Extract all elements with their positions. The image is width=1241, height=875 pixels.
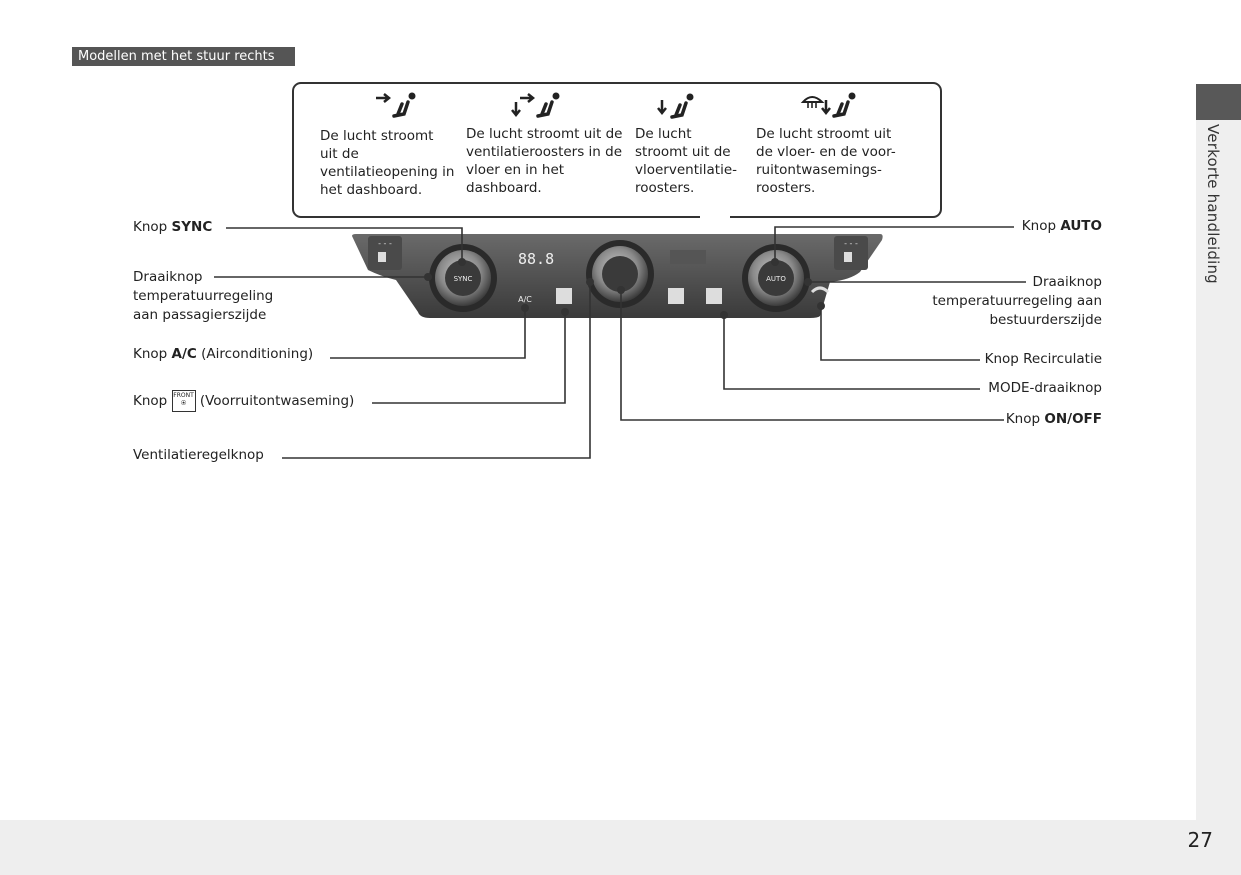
label-defrost-button: Knop FRONT⍟ (Voorruitontwaseming) [133, 390, 354, 412]
section-label-text: Verkorte handleiding [1204, 124, 1222, 284]
label-auto-button: Knop AUTO [1021, 218, 1102, 234]
svg-text:A/C: A/C [518, 295, 532, 304]
floor-defrost-mode-icon [800, 92, 856, 118]
page-number: 27 [1187, 828, 1213, 852]
svg-text:AUTO: AUTO [766, 275, 786, 283]
label-fan-dial: Ventilatieregelknop [133, 447, 264, 463]
callout-notch [700, 212, 730, 226]
label-sync-button: Knop SYNC [133, 219, 213, 235]
label-ac-button: Knop A/C (Airconditioning) [133, 346, 314, 362]
label-recirculation-button: Knop Recirculatie [984, 351, 1102, 367]
floor-mode-icon [657, 93, 694, 119]
label-passenger-temp-dial: Draaiknop temperatuurregeling aan passag… [133, 269, 274, 323]
mode-text-floor: De lucht stroomt uit de vloerventilatie-… [635, 126, 737, 196]
mode-text-dashboard: De lucht stroomt uit de ventilatieopenin… [320, 128, 455, 198]
model-tag: Modellen met het stuur rechts [72, 47, 295, 66]
mode-callout-box [292, 82, 942, 218]
mode-text-bilevel: De lucht stroomt uit de ventilatierooste… [466, 126, 623, 196]
dashboard-vent-mode-icon [376, 92, 416, 118]
label-driver-temp-dial: Draaiknop temperatuurregeling aan bestuu… [932, 274, 1102, 328]
bilevel-mode-icon [511, 92, 560, 118]
section-label: Verkorte handleiding [1196, 120, 1241, 300]
svg-text:- - -: - - - [378, 239, 392, 248]
footer-bar [0, 820, 1241, 875]
svg-text:88.8: 88.8 [518, 250, 554, 268]
svg-text:SYNC: SYNC [454, 275, 473, 283]
section-tab-marker [1196, 84, 1241, 120]
label-mode-dial: MODE-draaiknop [988, 380, 1102, 396]
front-defrost-icon: FRONT⍟ [171, 390, 196, 412]
side-bar [1196, 120, 1241, 820]
climate-control-panel: - - - - - - SYNC AUTO 88.8 A/C [352, 234, 883, 318]
svg-text:- - -: - - - [844, 239, 858, 248]
mode-text-floor-defrost: De lucht stroomt uit de vloer- en de voo… [756, 126, 896, 196]
label-onoff-button: Knop ON/OFF [1005, 411, 1102, 427]
